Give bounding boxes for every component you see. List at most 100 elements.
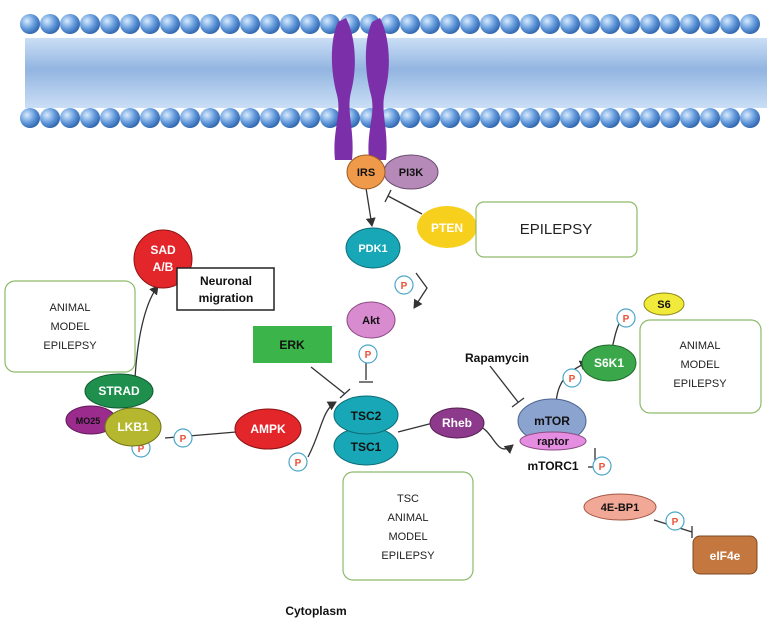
node-erk: ERK: [253, 326, 332, 363]
phospholipid-head-icon: [240, 108, 260, 128]
label-mtorc1: mTORC1: [527, 459, 578, 473]
svg-text:P: P: [569, 374, 576, 385]
phospholipid-head-icon: [500, 14, 520, 34]
svg-text:ERK: ERK: [279, 338, 305, 352]
svg-text:ANIMAL: ANIMAL: [680, 340, 721, 352]
svg-text:Cytoplasm: Cytoplasm: [285, 604, 346, 618]
svg-text:S6: S6: [657, 299, 670, 311]
phospholipid-head-icon: [100, 14, 120, 34]
phospholipid-head-icon: [300, 108, 320, 128]
svg-text:migration: migration: [199, 291, 254, 305]
phospholipid-head-icon: [540, 14, 560, 34]
phospholipid-head-icon: [60, 14, 80, 34]
svg-text:AMPK: AMPK: [250, 422, 286, 436]
phospholipid-head-icon: [640, 108, 660, 128]
phospholipid-head-icon: [700, 14, 720, 34]
node-pi3k: PI3K: [383, 154, 439, 190]
svg-text:EPILEPSY: EPILEPSY: [520, 221, 593, 238]
phospholipid-head-icon: [20, 14, 40, 34]
svg-text:ANIMAL: ANIMAL: [388, 512, 429, 524]
phospholipid-head-icon: [140, 14, 160, 34]
phospholipid-head-icon: [420, 108, 440, 128]
receptor-icon: [331, 18, 389, 160]
phospholipid-head-icon: [180, 108, 200, 128]
label-cytoplasm: Cytoplasm: [285, 604, 346, 618]
phospholipid-head-icon: [460, 14, 480, 34]
note-tsc-animal-model: TSC ANIMAL MODEL EPILEPSY: [342, 471, 474, 581]
phospholipid-head-icon: [660, 108, 680, 128]
phospholipid-head-icon: [80, 14, 100, 34]
phospho-marker: P: [288, 452, 308, 472]
node-tsc1: TSC1: [333, 426, 399, 466]
phospholipid-head-icon: [240, 14, 260, 34]
phospholipid-head-icon: [280, 108, 300, 128]
phospholipid-head-icon: [80, 108, 100, 128]
node-pten: PTEN: [417, 206, 477, 248]
phospholipid-head-icon: [580, 108, 600, 128]
svg-text:mTORC1: mTORC1: [527, 459, 578, 473]
phospholipid-head-icon: [220, 108, 240, 128]
label-rapamycin: Rapamycin: [465, 351, 529, 365]
node-s6: S6: [643, 292, 685, 316]
phospholipid-head-icon: [580, 14, 600, 34]
svg-text:P: P: [180, 434, 187, 445]
phospholipid-head-icon: [560, 14, 580, 34]
node-eif4e: eIF4e: [692, 535, 758, 575]
phospholipid-head-icon: [160, 108, 180, 128]
phospholipid-head-icon: [660, 14, 680, 34]
node-raptor: raptor: [519, 431, 587, 451]
svg-text:EPILEPSY: EPILEPSY: [381, 550, 435, 562]
phospho-marker: P: [173, 428, 193, 448]
phospho-marker: P: [394, 275, 414, 295]
phospholipid-head-icon: [440, 14, 460, 34]
phospho-marker: P: [358, 344, 378, 364]
node-irs: IRS: [346, 154, 386, 190]
svg-text:P: P: [672, 517, 679, 528]
phospholipid-head-icon: [140, 108, 160, 128]
phospholipid-head-icon: [60, 108, 80, 128]
phospholipid-head-icon: [400, 108, 420, 128]
phospholipid-head-icon: [620, 108, 640, 128]
svg-text:MO25: MO25: [76, 416, 101, 426]
svg-text:Neuronal: Neuronal: [200, 274, 252, 288]
svg-text:IRS: IRS: [357, 167, 375, 179]
svg-text:Akt: Akt: [362, 315, 380, 327]
phospholipid-head-icon: [600, 14, 620, 34]
phospholipid-head-icon: [680, 14, 700, 34]
svg-text:S6K1: S6K1: [594, 356, 624, 370]
phospholipid-head-icon: [420, 14, 440, 34]
phospho-marker: P: [616, 308, 636, 328]
svg-text:PTEN: PTEN: [431, 221, 463, 235]
phospholipid-head-icon: [380, 108, 400, 128]
phospholipid-head-icon: [40, 108, 60, 128]
phospholipid-head-icon: [20, 108, 40, 128]
phospholipid-head-icon: [740, 14, 760, 34]
phospholipid-head-icon: [500, 108, 520, 128]
phospholipid-head-icon: [480, 14, 500, 34]
phospholipid-head-icon: [720, 14, 740, 34]
note-animal-model-right: ANIMAL MODEL EPILEPSY: [639, 319, 762, 414]
phospholipid-head-icon: [620, 14, 640, 34]
phospholipid-head-icon: [440, 108, 460, 128]
label-neuronal-migration: Neuronal migration: [176, 267, 275, 311]
svg-text:MODEL: MODEL: [388, 531, 427, 543]
svg-text:PDK1: PDK1: [358, 243, 387, 255]
svg-text:PI3K: PI3K: [399, 167, 424, 179]
node-tsc2: TSC2: [333, 395, 399, 435]
svg-text:MODEL: MODEL: [680, 359, 719, 371]
svg-text:LKB1: LKB1: [117, 420, 149, 434]
svg-text:P: P: [623, 314, 630, 325]
phospholipid-head-icon: [520, 14, 540, 34]
phospholipid-head-icon: [520, 108, 540, 128]
phospholipid-head-icon: [220, 14, 240, 34]
phospholipid-head-icon: [680, 108, 700, 128]
phospholipid-head-icon: [540, 108, 560, 128]
node-s6k1: S6K1: [581, 344, 637, 382]
svg-text:TSC2: TSC2: [351, 409, 382, 423]
phospholipid-head-icon: [120, 108, 140, 128]
note-epilepsy-pten: EPILEPSY: [475, 201, 638, 258]
note-animal-model-left: ANIMAL MODEL EPILEPSY: [4, 280, 136, 373]
node-pdk1: PDK1: [345, 227, 401, 269]
node-ampk: AMPK: [234, 408, 302, 450]
